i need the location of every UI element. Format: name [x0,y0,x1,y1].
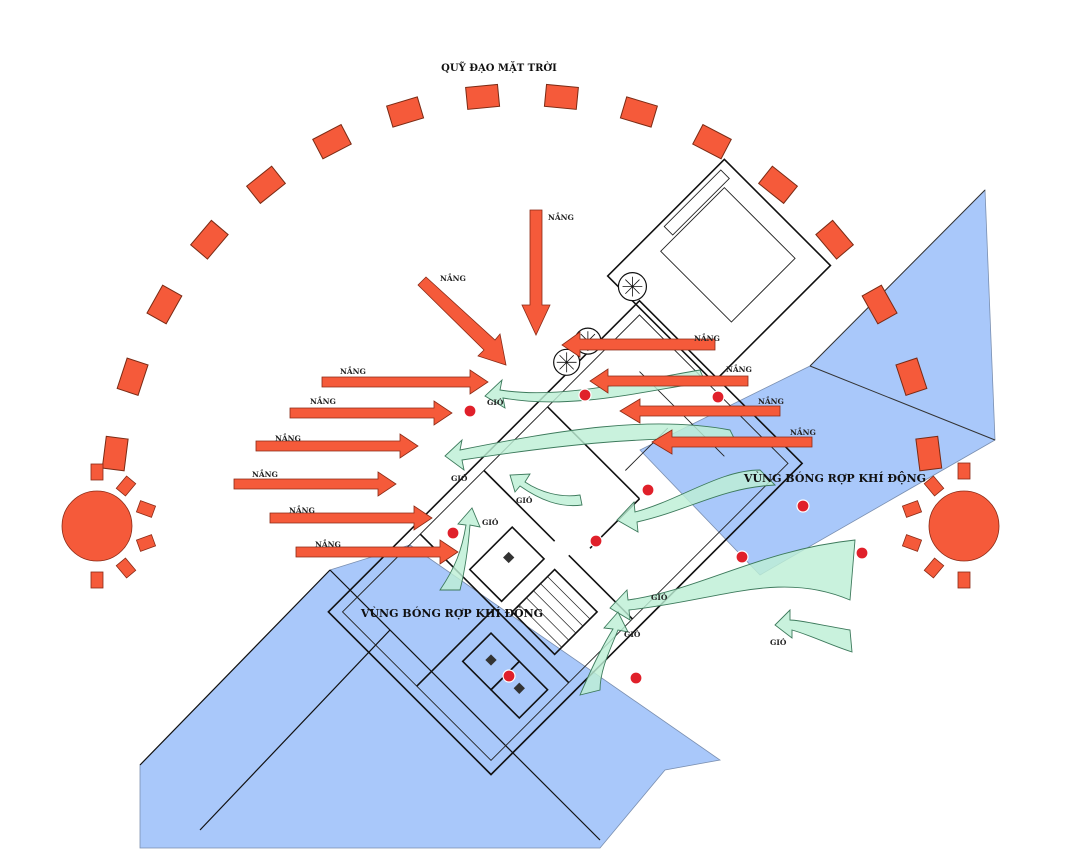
sun-track-segment [915,435,943,472]
shadow-marker [463,404,477,418]
wind-label: GIÓ [651,593,668,602]
sun-label: NẮNG [548,212,574,222]
sun-arrow [521,209,551,336]
fixture [485,654,497,666]
shadow-marker [735,550,749,564]
sun-icon-east [901,462,1000,589]
shadow-zone-edge-line [809,365,996,441]
sun-disc [928,490,1000,562]
sun-label: NẮNG [315,539,341,549]
sun-label: NẮNG [440,273,466,283]
sun-track-segment [815,219,855,260]
sun-track-segment [861,284,898,325]
sun-track-segment [146,284,183,325]
sun-label: NẮNG [694,333,720,343]
shadow-marker [796,499,810,513]
sun-track-segment [386,96,425,128]
sun-arrow [269,505,433,531]
shadow-marker [641,483,655,497]
sun-label: NẮNG [275,433,301,443]
interior-wall [547,406,641,500]
shadow-marker [589,534,603,548]
sun-arrow [561,331,716,358]
sun-path-title: QUỸ ĐẠO MẶT TRỜI [441,62,557,74]
wind-label: GIÓ [487,398,504,407]
sun-track-segment [189,219,229,260]
shadow-zone-southwest [139,544,722,849]
sun-track-segment [692,123,732,160]
sun-label: NẮNG [790,427,816,437]
sun-icon-west [61,463,157,589]
wind-label: GIÓ [624,630,641,639]
sun-arrow [619,398,781,424]
interior-wall [483,469,556,542]
sun-track-segment [465,83,501,110]
sun-track-segment [543,83,579,110]
bathroom [468,525,546,603]
shadow-zone-edge-line [329,569,601,841]
shadow-zone-label-southwest: VÙNG BÓNG RỢP KHÍ ĐỘNG [360,605,543,620]
shadow-marker [578,388,592,402]
north-wing-bench [663,169,730,236]
sun-track-segment [895,357,928,396]
sun-label: NẮNG [758,396,784,406]
sun-arrow [255,433,419,459]
wind-arrow [774,608,853,653]
shadow-zone-edge-line [809,189,986,367]
wind-arrow [616,469,777,533]
interior-wall [416,607,496,687]
sun-label: NẮNG [289,505,315,515]
shadow-marker [711,390,725,404]
labels: QUỸ ĐẠO MẶT TRỜI NẮNG NẮNG NẮNG NẮNG NẮN… [252,62,926,647]
sun-label: NẮNG [340,366,366,376]
fixture [503,551,515,564]
sun-arrows [233,209,813,565]
sun-track-segment [619,96,658,128]
sun-track-segment [116,357,149,396]
shadow-zone-edge-line [199,629,391,831]
stair-treads [519,576,591,648]
sun-track [101,83,943,472]
north-wing-room [660,187,796,323]
sun-track-segment [101,435,129,472]
sun-arrow [295,539,459,565]
sun-track-segment [757,165,799,205]
shadow-marker [855,546,869,560]
sun-arrow [321,369,489,395]
wind-arrow [609,539,856,621]
wind-label: GIÓ [516,496,533,505]
floor-plan [327,158,832,776]
sun-arrow [651,429,813,455]
shadow-marker [629,671,643,685]
sun-arrow [417,276,507,366]
wind-arrow [439,507,481,591]
north-wing [606,158,832,384]
sun-disc [61,490,133,562]
sun-label: NẮNG [252,469,278,479]
wind-label: GIÓ [482,518,499,527]
shadow-zone-edge-line [139,569,331,766]
wind-label: GIÓ [770,638,787,647]
sun-arrow [289,400,453,426]
sun-track-segment [245,165,287,205]
wind-arrow [509,473,583,507]
wind-label: GIÓ [451,474,468,483]
shadow-markers [446,388,869,685]
plants [553,272,648,376]
sun-label: NẮNG [726,364,752,374]
shadow-zones [139,189,996,849]
sun-track-segment [312,123,352,160]
sun-rays [90,463,157,589]
wind-arrow [579,611,629,696]
shadow-marker [502,669,516,683]
sun-label: NẮNG [310,396,336,406]
shadow-marker [446,526,460,540]
fixture [513,682,525,694]
shadow-zone-label-east: VÙNG BÓNG RỢP KHÍ ĐỘNG [743,470,926,485]
sun-arrow [589,368,749,394]
sun-rays [901,462,971,589]
sun-arrow [233,471,397,497]
